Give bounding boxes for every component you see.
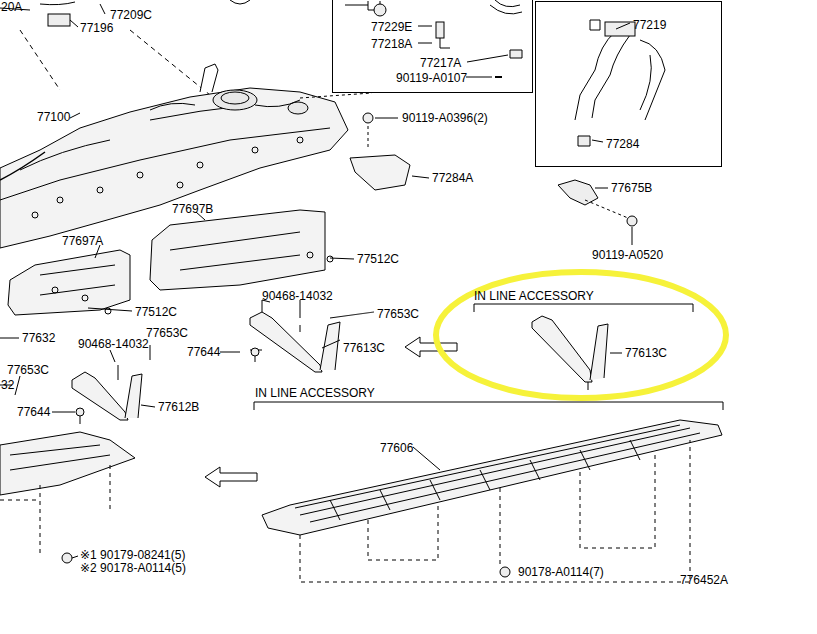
callout-number: 77653C: [7, 363, 49, 377]
callout-number: 90468-14032: [78, 337, 149, 351]
callout-number: IN LINE ACCESSORY: [255, 386, 375, 400]
callout-number: 77218A: [371, 37, 412, 51]
inset-box: 77219 77284: [535, 1, 722, 167]
callout-number: 77219: [633, 18, 666, 32]
callout-number: 77217A: [420, 56, 461, 70]
callout-number: ※2 90178-A0114(5): [80, 561, 186, 575]
callout-number: ※1 90179-08241(5): [80, 548, 185, 562]
callout-number: IN LINE ACCESSORY: [474, 289, 594, 303]
callout-number: 77512C: [357, 252, 399, 266]
highlight-ellipse: IN LINE ACCESSORY 77613C: [432, 268, 730, 402]
callout-number: 90178-A0114(7): [518, 565, 604, 579]
callout-number: 77675B: [611, 181, 652, 195]
callout-number: 77196: [80, 21, 113, 35]
callout-number: 90468-14032: [262, 289, 333, 303]
callout-number: 77644: [17, 405, 50, 419]
callout-number: 77100: [37, 110, 70, 124]
callout-number: 32: [1, 378, 14, 392]
callout-number: 77512C: [135, 305, 177, 319]
callout-number: 77229E: [371, 20, 412, 34]
callout-number: 90119-A0396(2): [402, 111, 488, 125]
callout-number: 77284A: [432, 171, 473, 185]
callout-number: 77697B: [172, 202, 213, 216]
callout-number: 77653C: [377, 307, 419, 321]
callout-number: 77209C: [110, 8, 152, 22]
callout-number: 90119-A0520: [592, 248, 663, 262]
callout-number: 77644: [187, 345, 220, 359]
callout-number: 776452A: [680, 573, 728, 587]
callout-number: 90119-A0107: [396, 71, 467, 85]
callout-number: 77612B: [158, 400, 199, 414]
callout-number: 77613C: [343, 341, 385, 355]
callout-number: 77606: [380, 441, 413, 455]
inset-box: 77229E 77218A 77217A90119-A0107: [332, 0, 533, 93]
callout-number: 77632: [22, 331, 55, 345]
callout-number: 77697A: [62, 234, 103, 248]
callout-number: 77653C: [146, 326, 188, 340]
callout-number: 20A: [1, 0, 22, 14]
callout-number: 77613C: [625, 346, 667, 360]
highlight-outline: [432, 268, 730, 402]
callout-number: 77284: [606, 137, 639, 151]
